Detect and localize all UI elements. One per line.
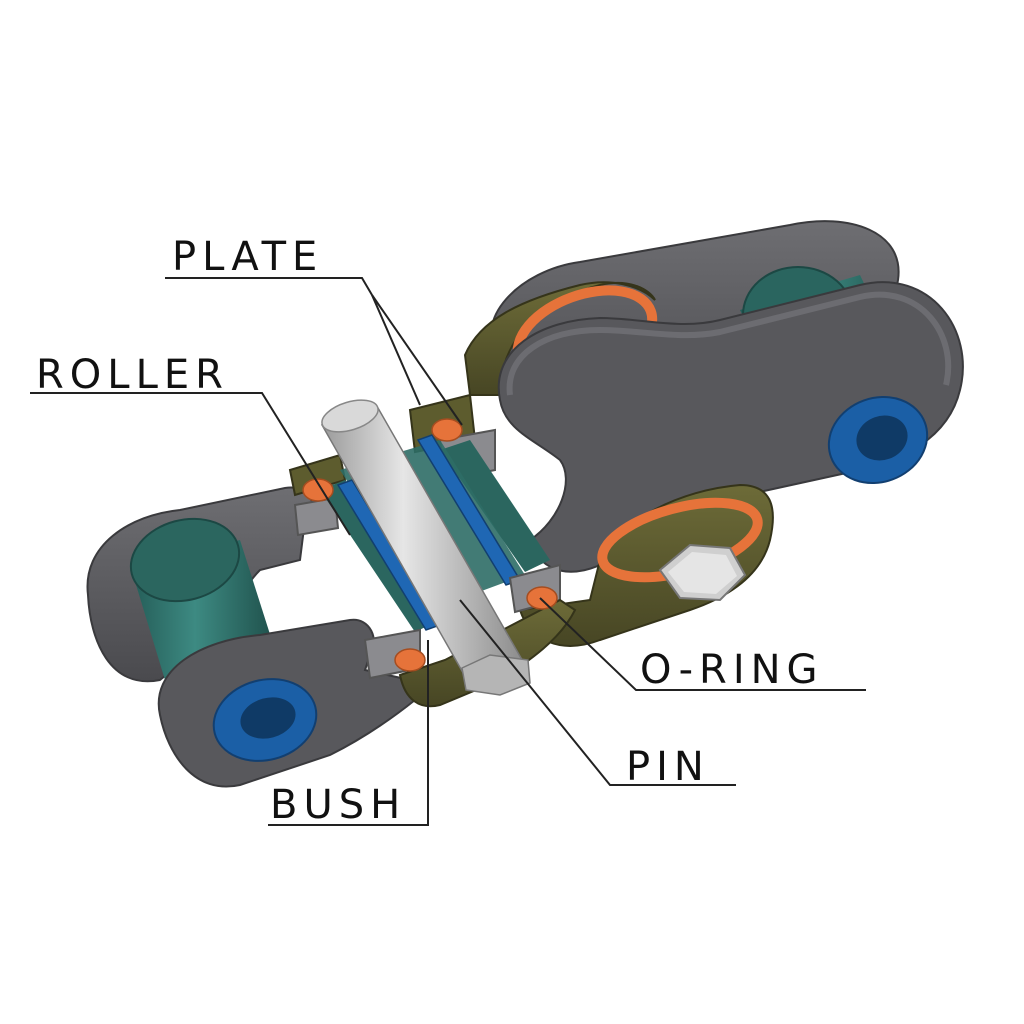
pin-label: PIN — [626, 744, 710, 790]
o-ring-section-2 — [432, 419, 462, 441]
bush-label: BUSH — [270, 782, 406, 828]
o-ring-section-4 — [527, 587, 557, 609]
o-ring-label: O-RING — [640, 647, 824, 693]
plate-leader — [165, 278, 372, 295]
o-ring-section-3 — [395, 649, 425, 671]
plate-label: PLATE — [172, 234, 323, 280]
roller-label: ROLLER — [36, 352, 229, 398]
